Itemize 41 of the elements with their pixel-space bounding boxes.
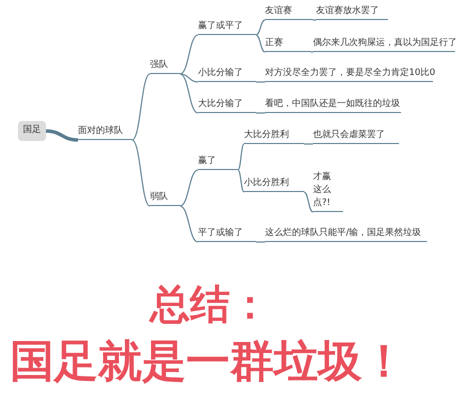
topic-text: 才赢这么点?!	[313, 158, 343, 212]
topic-text: 弱队	[150, 190, 180, 206]
branch-line	[256, 112, 265, 114]
topic-text: 对方没尽全力罢了，要是尽全力肯定10比0	[265, 66, 433, 82]
topic-text: 看吧，中国队还是一如既往的垃圾	[265, 97, 401, 113]
topic-text: 偶尔来几次狗屎运，真以为国足行了	[313, 36, 455, 52]
topic-text: 正赛	[265, 36, 311, 52]
topic-text: 赢了或平了	[198, 19, 256, 35]
branch-line	[46, 129, 78, 142]
topic-text: 强队	[150, 58, 180, 74]
summary-text: 总结：	[150, 285, 270, 325]
branch-line	[256, 241, 265, 243]
topic-text: 这么烂的球队只能平/输，国足果然垃圾	[265, 226, 427, 242]
branch-line	[180, 169, 198, 207]
topic-text: 面对的球队	[78, 124, 132, 140]
topic-text: 平了或输了	[198, 226, 256, 242]
topic-text: 大比分输了	[198, 97, 256, 113]
branch-line	[304, 192, 314, 212]
branch-line	[180, 205, 198, 243]
topic-text: 大比分胜利	[244, 128, 304, 144]
topic-text: 小比分胜利	[244, 176, 304, 192]
topic-text: 赢了	[198, 154, 238, 170]
branch-line	[180, 34, 198, 75]
root-topic-box: 国足	[18, 121, 46, 141]
topic-text: 小比分输了	[198, 66, 256, 82]
branch-line	[256, 34, 266, 52]
branch-line	[180, 73, 198, 83]
branch-line	[311, 51, 313, 53]
branch-line	[313, 19, 316, 21]
branch-line	[238, 170, 244, 192]
branch-line	[256, 81, 265, 83]
summary-text: 国足就是一群垃圾！	[10, 340, 406, 384]
branch-line	[132, 140, 150, 206]
branch-line	[304, 143, 313, 145]
topic-text: 也就只会虐菜罢了	[313, 128, 399, 144]
branch-line	[132, 74, 150, 140]
branch-line	[256, 20, 266, 36]
topic-text: 友谊赛放水罢了	[316, 4, 388, 20]
branch-line	[238, 144, 244, 170]
branch-line	[180, 73, 198, 114]
topic-text: 友谊赛	[265, 4, 313, 20]
